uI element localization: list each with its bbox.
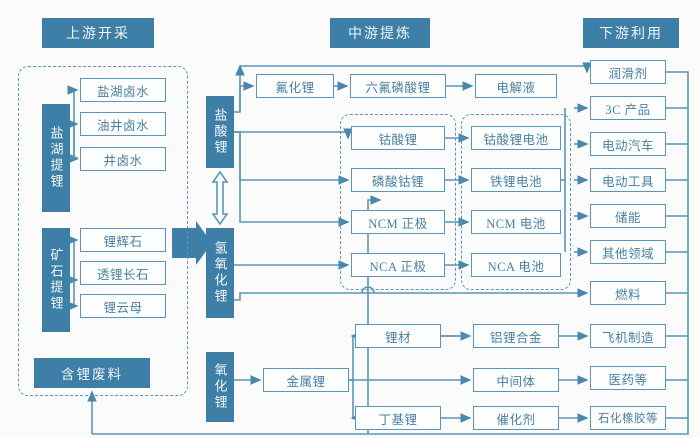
node-lithium-oxide[interactable]: 氧化锂 xyxy=(206,352,234,422)
node-intermediate[interactable]: 中间体 xyxy=(473,368,559,392)
node-power-tools[interactable]: 电动工具 xyxy=(590,168,666,192)
node-electric-vehicle[interactable]: 电动汽车 xyxy=(590,132,666,156)
node-lithium-hydroxide[interactable]: 氢氧化锂 xyxy=(206,228,234,318)
node-electrolyte[interactable]: 电解液 xyxy=(475,74,557,98)
node-lithium-material[interactable]: 锂材 xyxy=(355,324,441,348)
node-lithium-waste[interactable]: 含锂废料 xyxy=(34,358,150,388)
node-petrochemical-rubber[interactable]: 石化橡胶等 xyxy=(590,406,666,430)
node-lubricant[interactable]: 润滑剂 xyxy=(590,60,666,84)
node-lithium-cobaltate[interactable]: 钴酸锂 xyxy=(351,126,445,150)
node-lco-battery[interactable]: 钴酸锂电池 xyxy=(471,126,561,150)
node-well-brine[interactable]: 井卤水 xyxy=(80,147,166,171)
node-energy-storage[interactable]: 储能 xyxy=(590,204,666,228)
node-nca-cathode[interactable]: NCA 正极 xyxy=(351,253,445,277)
node-oilfield-brine[interactable]: 油井卤水 xyxy=(80,112,166,136)
node-lithium-fluoride[interactable]: 氟化锂 xyxy=(256,74,334,98)
battery-cells-group xyxy=(461,114,571,290)
node-fuel[interactable]: 燃料 xyxy=(590,281,666,305)
section-header-midstream: 中游提炼 xyxy=(330,18,430,48)
upstream-dashed-group xyxy=(18,66,188,396)
node-ncm-cathode[interactable]: NCM 正极 xyxy=(351,210,445,234)
node-lithium-hexafluorophosphate[interactable]: 六氟磷酸锂 xyxy=(350,74,446,98)
node-salt-lake-brine[interactable]: 盐湖卤水 xyxy=(80,78,166,102)
node-other-fields[interactable]: 其他领域 xyxy=(590,240,666,264)
source-block-salt-lake[interactable]: 盐湖提锂 xyxy=(42,104,70,212)
section-header-upstream: 上游开采 xyxy=(42,18,154,48)
node-spodumene[interactable]: 锂辉石 xyxy=(80,228,166,252)
cathode-materials-group xyxy=(340,114,456,290)
node-ncm-battery[interactable]: NCM 电池 xyxy=(471,210,561,234)
node-butyllithium[interactable]: 丁基锂 xyxy=(355,406,441,430)
node-lfp-battery[interactable]: 铁锂电池 xyxy=(471,168,561,192)
node-nca-battery[interactable]: NCA 电池 xyxy=(471,253,561,277)
node-petalite[interactable]: 透锂长石 xyxy=(80,261,166,285)
node-lithium-chloride[interactable]: 盐酸锂 xyxy=(206,96,234,168)
node-aircraft-manufacturing[interactable]: 飞机制造 xyxy=(590,324,666,348)
node-3c-products[interactable]: 3C 产品 xyxy=(590,96,666,120)
source-block-ore[interactable]: 矿石提锂 xyxy=(42,228,70,332)
node-lithium-metal[interactable]: 金属锂 xyxy=(263,368,349,392)
node-catalyst[interactable]: 催化剂 xyxy=(473,406,559,430)
node-pharmaceuticals[interactable]: 医药等 xyxy=(590,366,666,390)
node-lithium-cobalt-phosphate[interactable]: 磷酸钴锂 xyxy=(351,168,445,192)
section-header-downstream: 下游利用 xyxy=(583,18,679,48)
node-aluminum-lithium-alloy[interactable]: 铝锂合金 xyxy=(473,324,559,348)
reversible-conversion-arrow xyxy=(211,170,229,226)
node-lepidolite[interactable]: 锂云母 xyxy=(80,294,166,318)
